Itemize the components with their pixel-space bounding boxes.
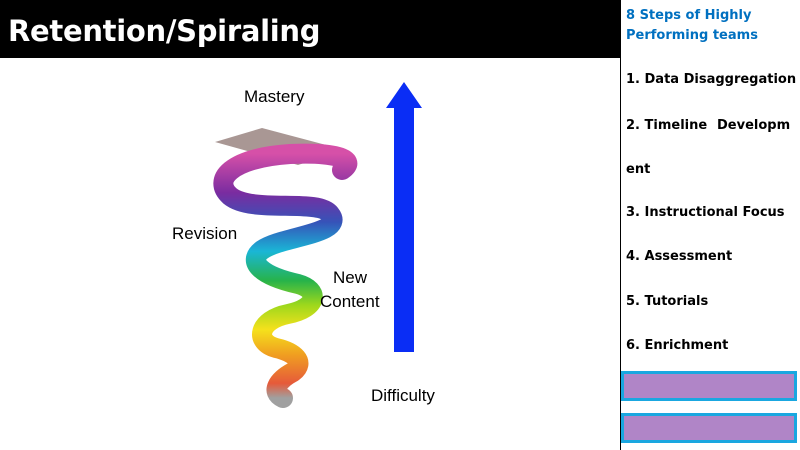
slide-title: Retention/Spiraling: [8, 14, 321, 48]
sidebar-heading: 8 Steps of Highly Performing teams: [626, 8, 758, 43]
new-content-label-line1: New: [333, 268, 368, 287]
step-item: 1. Data Disaggregation: [626, 72, 797, 87]
step-item: 5. Tutorials: [626, 294, 709, 309]
new-content-label-line2: Content: [320, 292, 380, 311]
step-item: 6. Enrichment: [626, 338, 729, 353]
spiral-tube: [213, 143, 358, 408]
title-bar: Retention/Spiraling: [0, 0, 620, 58]
step-placeholder: [621, 413, 797, 443]
step-item: 4. Assessment: [626, 249, 733, 264]
step-placeholder: [621, 371, 797, 401]
step-item: 3. Instructional Focus: [626, 205, 785, 220]
step-item: ent: [626, 162, 651, 177]
step-item: Developm: [717, 118, 791, 133]
steps-sidebar: 8 Steps of Highly Performing teams 1. Da…: [620, 0, 800, 450]
revision-label: Revision: [172, 224, 238, 243]
difficulty-label: Difficulty: [371, 386, 435, 405]
difficulty-arrow-icon: [386, 82, 422, 352]
mastery-label: Mastery: [244, 87, 305, 106]
step-item: 2. Timeline: [626, 118, 708, 133]
spiral-diagram: [213, 82, 422, 408]
